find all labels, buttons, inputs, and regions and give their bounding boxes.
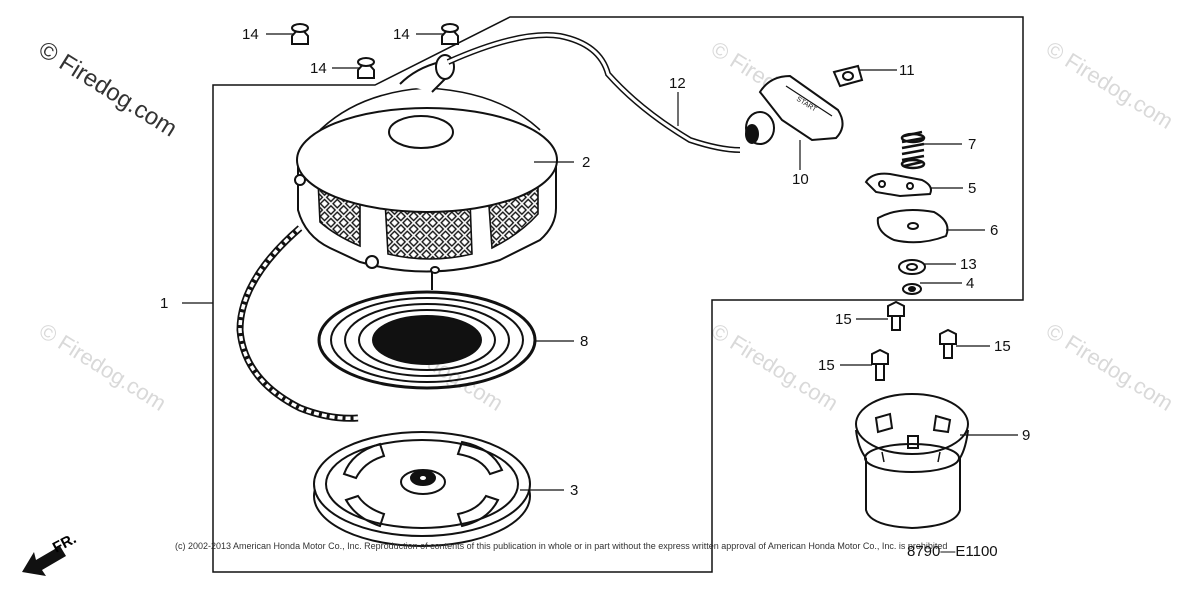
callout-12: 12 — [669, 75, 686, 92]
copyright-notice: (c) 2002-2013 American Honda Motor Co., … — [175, 541, 948, 551]
callout-14: 14 — [242, 26, 259, 43]
callout-15: 15 — [818, 357, 835, 374]
flange-nut — [441, 23, 459, 45]
callout-15: 15 — [835, 311, 852, 328]
callout-1: 1 — [160, 295, 168, 312]
assembly-outline — [212, 16, 1024, 573]
callout-4: 4 — [966, 275, 974, 292]
callout-3: 3 — [570, 482, 578, 499]
recoil-spring — [317, 266, 537, 390]
callout-14: 14 — [310, 60, 327, 77]
flange-nut — [357, 57, 375, 79]
starter-rope — [236, 32, 741, 422]
starter-grip: START — [745, 74, 844, 145]
flange-bolt — [939, 328, 957, 359]
callout-8: 8 — [580, 333, 588, 350]
diagram-code: 8790—E1100 — [907, 543, 998, 560]
flange-bolt — [887, 300, 905, 331]
callout-10: 10 — [792, 171, 809, 188]
callout-14: 14 — [393, 26, 410, 43]
front-arrow-icon: FR. — [22, 530, 79, 576]
starter-case — [294, 54, 558, 273]
starter-pulley — [855, 393, 969, 530]
callout-15: 15 — [994, 338, 1011, 355]
nut — [902, 283, 922, 295]
callout-11: 11 — [899, 62, 915, 79]
reel — [313, 431, 531, 547]
flange-nut — [291, 23, 309, 45]
callout-7: 7 — [968, 136, 976, 153]
callout-2: 2 — [582, 154, 590, 171]
ratchet-spring — [900, 130, 926, 170]
callout-5: 5 — [968, 180, 976, 197]
callout-13: 13 — [960, 256, 977, 273]
grip-insert — [832, 64, 864, 88]
friction-plate — [876, 209, 949, 244]
flange-bolt — [871, 348, 889, 381]
ratchet — [864, 172, 932, 198]
washer — [898, 259, 926, 275]
callout-9: 9 — [1022, 427, 1030, 444]
callout-6: 6 — [990, 222, 998, 239]
leader-lines — [182, 33, 1018, 491]
